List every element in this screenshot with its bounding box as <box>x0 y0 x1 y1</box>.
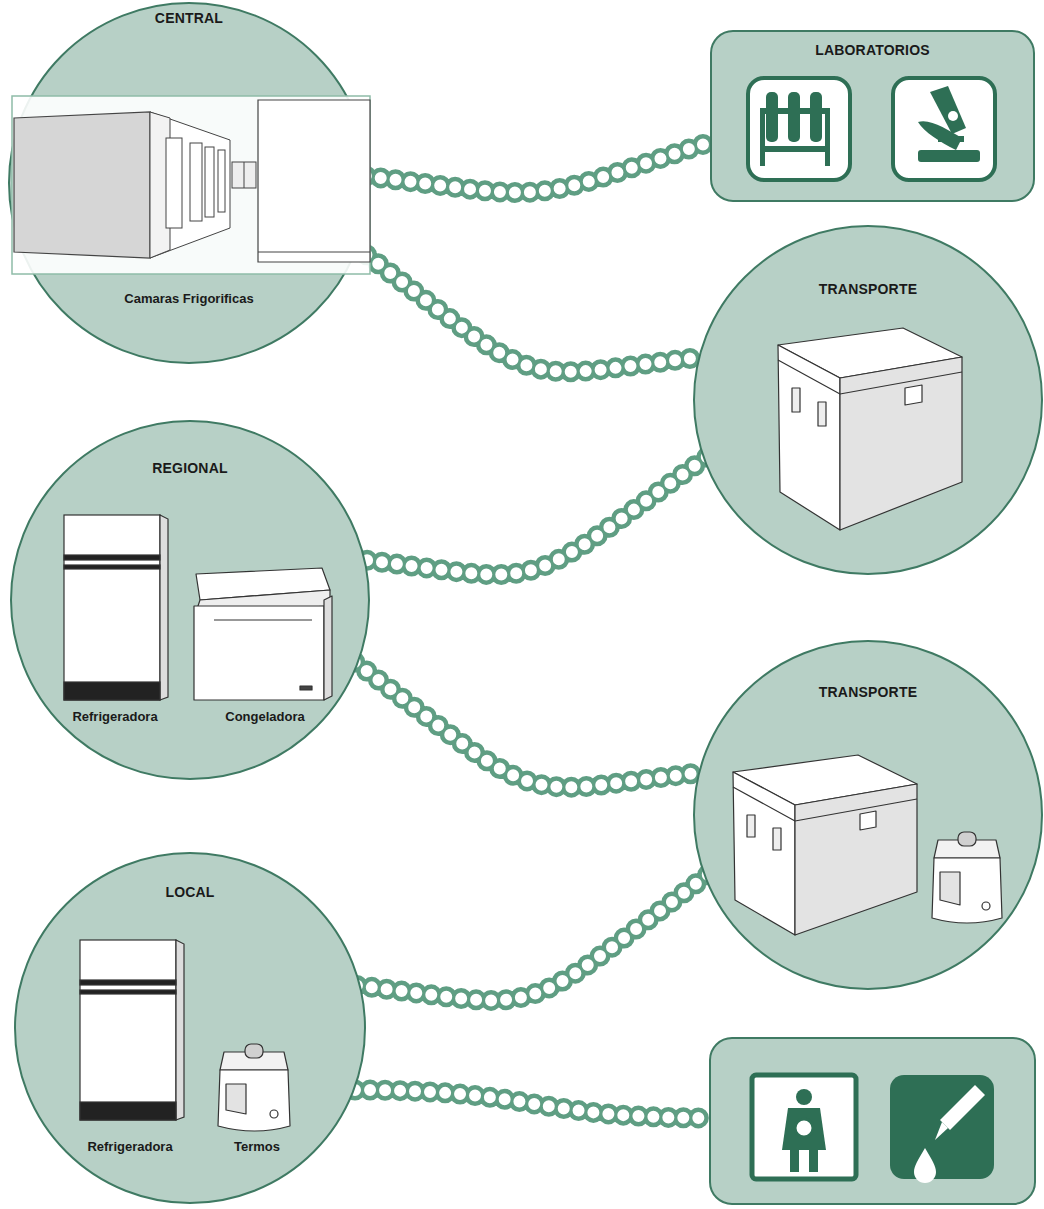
chain-connector <box>355 1090 712 1118</box>
chain-inner <box>361 457 707 575</box>
equipment-label: Termos <box>234 1140 280 1155</box>
node-outline <box>8 2 370 364</box>
level-title: REGIONAL <box>152 460 228 476</box>
circle-outline <box>694 226 1042 574</box>
cold-room-illustration <box>12 96 370 274</box>
level-title: CENTRAL <box>155 10 223 26</box>
chain-connector <box>357 875 708 1001</box>
chain-inner <box>355 662 703 787</box>
chain-connector <box>355 246 703 372</box>
circle-outline <box>15 853 365 1203</box>
level-circle: TRANSPORTE <box>693 225 1043 575</box>
node-outline <box>14 852 366 1204</box>
equipment-label: Refrigeradora <box>72 710 157 725</box>
chain-connector <box>355 662 703 787</box>
circle-outline <box>9 3 369 363</box>
box-outline <box>711 31 1034 201</box>
equipment-label: Refrigeradora <box>87 1140 172 1155</box>
chain-outer <box>355 1090 712 1118</box>
chain-outer <box>366 141 714 193</box>
level-circle: REGIONAL Refrigeradora Congeladora <box>10 420 370 780</box>
level-circle: CENTRAL Camaras Frigorificas <box>8 2 370 364</box>
level-title: LABORATORIOS <box>815 42 930 58</box>
chain-outer <box>357 875 708 1001</box>
level-circle: TRANSPORTE <box>693 640 1043 990</box>
level-box: LABORATORIOS <box>710 30 1035 202</box>
circle-outline <box>11 421 369 779</box>
chain-connector <box>361 457 707 575</box>
refrigerator-illustration <box>80 940 184 1120</box>
chain-inner <box>355 246 703 372</box>
level-title: TRANSPORTE <box>819 281 917 297</box>
cold-box-illustration <box>733 755 917 935</box>
chain-outer <box>361 457 707 575</box>
vaccination-panel <box>710 1038 1035 1204</box>
chain-connector <box>366 141 714 193</box>
level-title: LOCAL <box>165 884 214 900</box>
laboratory-icons <box>748 78 995 180</box>
edge-layer <box>355 141 714 1001</box>
thermos-illustration <box>932 832 1002 923</box>
circle-outline <box>694 641 1042 989</box>
chain-outer <box>355 246 703 372</box>
chain-inner <box>357 875 708 1001</box>
chain-inner <box>355 1090 712 1118</box>
level-circle: LOCAL Refrigeradora Termos <box>14 852 366 1204</box>
chain-outer <box>355 662 703 787</box>
equipment-label: Congeladora <box>225 710 304 725</box>
freezer-illustration <box>194 568 332 700</box>
level-title: TRANSPORTE <box>819 684 917 700</box>
cold-box-illustration <box>778 328 962 530</box>
thermos-illustration <box>218 1044 290 1131</box>
chain-inner <box>366 141 714 193</box>
equipment-label: Camaras Frigorificas <box>124 292 253 307</box>
node-outline <box>693 225 1043 575</box>
refrigerator-illustration <box>64 515 168 700</box>
